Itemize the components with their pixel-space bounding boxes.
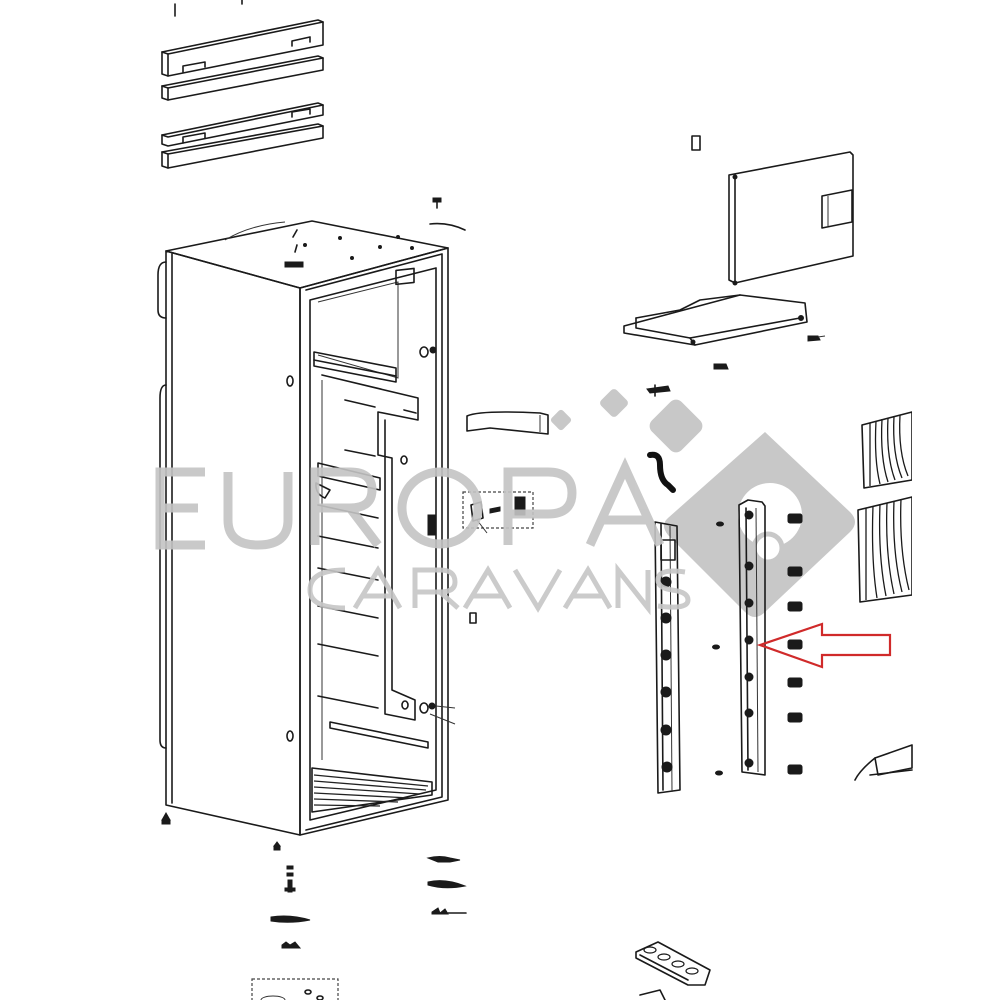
freezer-door bbox=[728, 151, 854, 286]
drain-hose bbox=[647, 451, 676, 493]
vent-grilles bbox=[857, 400, 1000, 820]
fridge-cabinet bbox=[157, 220, 456, 836]
small-bracket bbox=[646, 384, 671, 397]
bottom-hardware bbox=[251, 841, 467, 1000]
rail-screws bbox=[712, 521, 724, 776]
watermark-text bbox=[155, 457, 691, 616]
ice-cube-tray bbox=[635, 941, 711, 1000]
watermark-line2: CARAVANS bbox=[0, 0, 5, 1]
lower-right-part bbox=[854, 744, 913, 781]
shelf-clips bbox=[787, 513, 803, 775]
freezer-tray bbox=[623, 294, 826, 370]
top-hardware bbox=[429, 135, 701, 231]
door-rail-right bbox=[738, 499, 766, 776]
highlight-arrow-icon bbox=[756, 622, 892, 669]
shelf-ridges bbox=[315, 399, 417, 709]
air-deflector bbox=[466, 411, 549, 435]
top-trim-bars bbox=[161, 0, 324, 169]
watermark-logo bbox=[550, 389, 855, 617]
door-rail-left bbox=[654, 521, 681, 794]
